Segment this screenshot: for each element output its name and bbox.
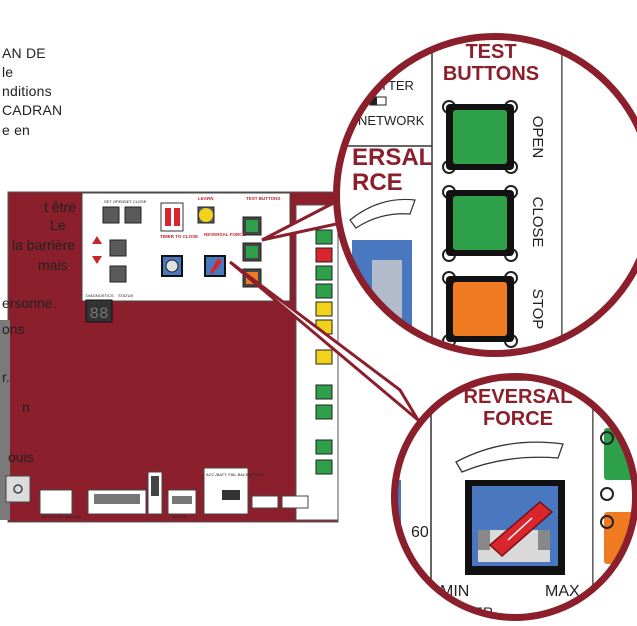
zoom-open-button[interactable]: [453, 110, 507, 164]
close-label: CLOSE: [529, 197, 546, 248]
doc-line: ouis: [8, 449, 34, 465]
board-button[interactable]: [109, 265, 127, 283]
set-close-button[interactable]: [124, 206, 142, 224]
reversal-label: REVERSAL FORCE: [204, 232, 245, 237]
set-open-button[interactable]: [102, 206, 120, 224]
doc-line: ons: [2, 321, 25, 337]
zoom-side-label: NETWORK: [358, 113, 425, 128]
zoom-stop-button[interactable]: [453, 282, 507, 336]
circuit-board: SET OPEN SET CLOSE LEARN TEST BUTTONS TI…: [0, 191, 339, 523]
stop-label: STOP: [529, 289, 546, 330]
reversal-title: FORCE: [483, 408, 553, 430]
overlay-text: t être Le la barrière mais ersonne. ons …: [2, 199, 76, 465]
doc-line: CADRAN: [2, 102, 63, 118]
set-close-label: SET CLOSE: [124, 199, 147, 204]
diagnostics-display: 88: [89, 305, 108, 323]
test-buttons-label: TEST BUTTONS: [246, 196, 280, 201]
doc-line: r.: [2, 369, 10, 385]
doc-line: t être: [44, 199, 76, 215]
board-button[interactable]: [109, 239, 127, 257]
arrow-up-icon: [92, 236, 102, 244]
zoom-title: TEST: [465, 41, 516, 63]
board-open-button[interactable]: [246, 220, 258, 232]
zoom-side-big: ERSAL: [352, 144, 433, 171]
timer-label: TIMER TO CLOSE: [160, 234, 198, 239]
doc-line: ersonne.: [2, 295, 56, 311]
doc-line: le: [2, 64, 14, 80]
diagnostics-label: DIAGNOSTICS: [86, 293, 114, 298]
zoom-side-big: RCE: [352, 169, 403, 196]
open-label: OPEN: [529, 116, 546, 159]
doc-line: n: [22, 399, 30, 415]
doc-line: nditions: [2, 83, 52, 99]
right-terminal-strip: [295, 204, 339, 521]
arrow-down-icon: [92, 256, 102, 264]
board-close-button[interactable]: [246, 246, 258, 258]
zoom-title: BUTTONS: [443, 63, 539, 85]
status-label: STATUS: [118, 293, 134, 298]
set-open-label: SET OPEN: [104, 199, 124, 204]
zoom-test-buttons: TTER NETWORK ERSAL RCE TEST BUTTONS: [333, 33, 637, 357]
zoom-side-value: 60: [411, 524, 429, 541]
zoom-reversal-force: REVERSAL FORCE 60 MIN MAX MER: [391, 373, 637, 621]
backup-label: ACC./BATT. FAIL BACKUP BUS: [206, 472, 264, 477]
doc-line: Le: [50, 217, 66, 233]
doc-line: la barrière: [12, 237, 75, 253]
doc-line: e en: [2, 122, 31, 138]
motor-label: MOTOR: [172, 514, 187, 519]
max-label: MAX: [545, 583, 580, 600]
doc-line: AN DE: [2, 45, 46, 61]
reversal-title: REVERSAL: [464, 386, 573, 408]
learn-button[interactable]: [199, 208, 213, 222]
learn-label: LEARN: [198, 196, 214, 201]
zoom-close-button[interactable]: [453, 196, 507, 250]
batt-fuse-label: BATT FUSE 30A MAX: [42, 514, 82, 519]
doc-line: mais: [38, 257, 68, 273]
